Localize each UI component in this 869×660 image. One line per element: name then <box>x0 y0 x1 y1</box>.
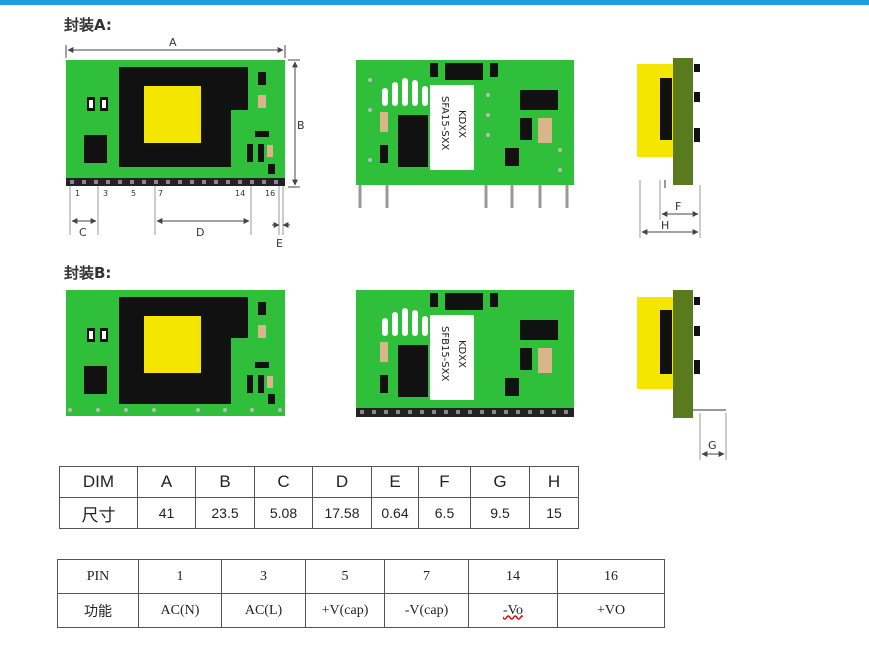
pin-label-3: 3 <box>103 189 108 198</box>
pin-label-16: 16 <box>265 189 275 198</box>
dim-value-cell: 尺寸 <box>59 497 138 529</box>
dim-header-cell: A <box>137 466 196 498</box>
dim-value-cell: 5.08 <box>254 497 313 529</box>
pin-label-7: 7 <box>158 189 163 198</box>
dim-value-cell: 0.64 <box>371 497 419 529</box>
pin-function-table: PIN 1 3 5 7 14 16 功能 AC(N) AC(L) +V(cap)… <box>57 559 665 628</box>
package-b-top-view <box>66 290 285 416</box>
package-a-bottom-view: KDXX SFA15-SXX <box>356 60 574 208</box>
package-a-side-view: F H <box>637 58 701 238</box>
pin-function-cell: AC(L) <box>221 593 306 628</box>
dim-g-label: G <box>708 439 717 452</box>
pin-header-cell: 1 <box>138 559 222 594</box>
pin-function-cell: -V(cap) <box>384 593 469 628</box>
dimension-table: DIM A B C D E F G H 尺寸 41 23.5 5.08 17.5… <box>59 466 579 529</box>
dim-value-cell: 23.5 <box>195 497 255 529</box>
package-b-bottom-view: KDXX SFB15-SXX <box>356 290 574 417</box>
package-b-label: 封装B: <box>64 264 112 282</box>
pin-table-header-row: PIN 1 3 5 7 14 16 <box>57 559 665 594</box>
package-a-label: 封装A: <box>64 16 112 34</box>
silk-a-line2: SFA15-SXX <box>439 96 450 151</box>
dim-c-label: C <box>79 226 87 239</box>
pin-function-value: -Vo <box>503 602 523 618</box>
pin-label-5: 5 <box>131 189 136 198</box>
dim-header-cell: H <box>529 466 579 498</box>
pin-header-cell: 14 <box>468 559 558 594</box>
pin-table-function-row: 功能 AC(N) AC(L) +V(cap) -V(cap) -Vo +VO <box>57 593 665 628</box>
dim-a-label: A <box>169 36 177 49</box>
silk-b-line1: KDXX <box>456 340 467 368</box>
pin-function-cell: 功能 <box>57 593 139 628</box>
dim-h-label: H <box>661 219 669 232</box>
dim-b-label: B <box>297 119 305 132</box>
dim-e-label: E <box>276 237 283 250</box>
dim-header-cell: D <box>312 466 372 498</box>
silk-a-line1: KDXX <box>456 110 467 138</box>
dim-value-cell: 15 <box>529 497 579 529</box>
dim-header-cell: DIM <box>59 466 138 498</box>
dim-header-cell: C <box>254 466 313 498</box>
pin-label-1: 1 <box>75 189 80 198</box>
dim-header-cell: G <box>470 466 530 498</box>
dimension-table-header-row: DIM A B C D E F G H <box>59 466 579 498</box>
pin-function-cell: -Vo <box>468 593 558 628</box>
dim-value-cell: 17.58 <box>312 497 372 529</box>
dim-value-cell: 6.5 <box>418 497 471 529</box>
pin-function-cell: +VO <box>557 593 665 628</box>
top-accent-bar <box>0 0 869 5</box>
pin-header-cell: PIN <box>57 559 139 594</box>
pin-header-cell: 7 <box>384 559 469 594</box>
dim-header-cell: B <box>195 466 255 498</box>
dimension-table-value-row: 尺寸 41 23.5 5.08 17.58 0.64 6.5 9.5 15 <box>59 497 579 529</box>
silk-b-line2: SFB15-SXX <box>439 326 450 381</box>
dim-f-label: F <box>675 200 681 213</box>
dim-value-cell: 41 <box>137 497 196 529</box>
package-a-top-view: A B <box>65 36 305 250</box>
dim-header-cell: F <box>418 466 471 498</box>
dim-d-label: D <box>196 226 204 239</box>
pin-function-cell: +V(cap) <box>305 593 385 628</box>
package-b-side-view: G <box>637 290 727 460</box>
dim-header-cell: E <box>371 466 419 498</box>
pin-header-cell: 5 <box>305 559 385 594</box>
dim-value-cell: 9.5 <box>470 497 530 529</box>
pin-header-cell: 16 <box>557 559 665 594</box>
pin-label-14: 14 <box>235 189 245 198</box>
pin-function-cell: AC(N) <box>138 593 222 628</box>
pin-header-cell: 3 <box>221 559 306 594</box>
